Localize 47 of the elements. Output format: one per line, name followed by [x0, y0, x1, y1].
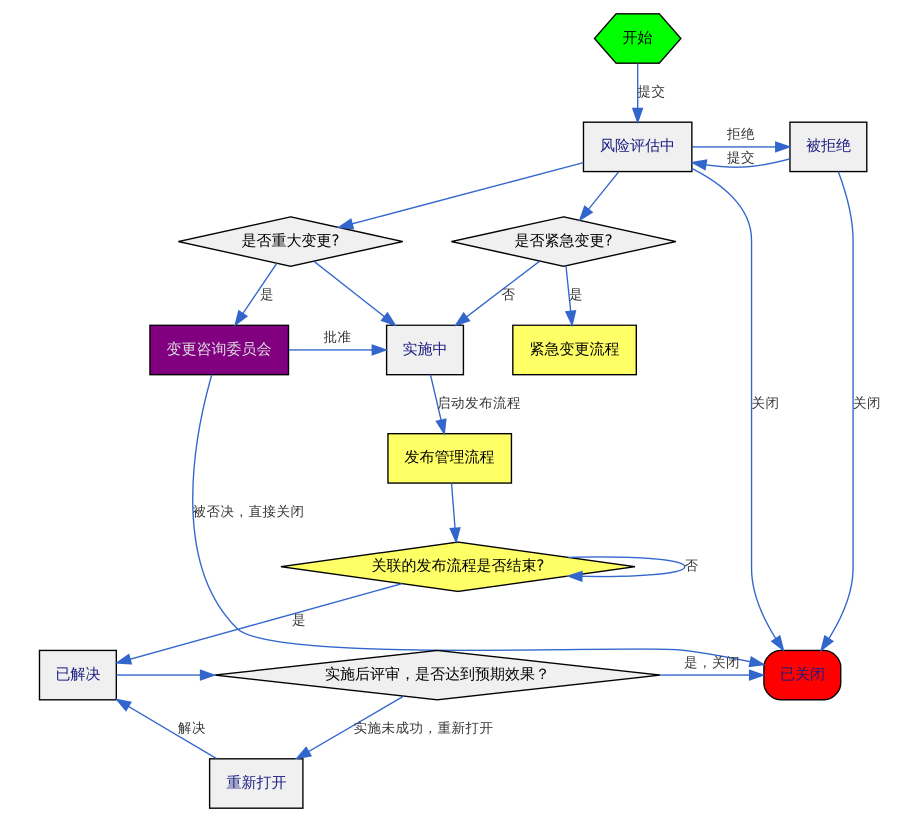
arrow [116, 669, 216, 681]
edge-label: 启动发布流程 [437, 396, 522, 412]
arrow [564, 266, 576, 328]
arrow [690, 158, 790, 171]
arrow [336, 162, 584, 230]
node-box: 被拒绝 [789, 122, 868, 172]
edge-label: 是，关闭 [684, 654, 740, 671]
arrow [192, 374, 766, 668]
arrow [692, 168, 785, 652]
edge-label: 是 [292, 612, 306, 628]
arrow [454, 260, 540, 326]
node-box: 重新打开 [208, 758, 304, 809]
edge-label: 是 [568, 287, 583, 304]
node-diamond: 实施后评审，是否达到预期效果？ [214, 650, 661, 700]
arrow [660, 669, 766, 681]
arrow [288, 344, 388, 356]
arrow [114, 698, 217, 760]
arrow [114, 583, 402, 665]
edge-label: 批准 [324, 330, 352, 346]
arrow [566, 556, 686, 582]
node-diamond: 关联的发布流程是否结束? [280, 541, 636, 592]
node-box: 发布管理流程 [387, 432, 512, 484]
arrow [314, 260, 397, 326]
arrow [234, 262, 278, 327]
arrow [449, 483, 461, 544]
edge-label: 拒绝 [726, 126, 755, 143]
edge-label: 解决 [178, 720, 206, 737]
node-box: 实施中 [386, 324, 464, 376]
arrow [578, 172, 620, 222]
edge-label: 关闭 [751, 396, 780, 412]
node-box: 风险评估中 [582, 122, 693, 172]
edge-label: 关闭 [852, 396, 881, 412]
edge-label: 否 [502, 287, 516, 304]
arrow [632, 63, 644, 124]
node-box: 紧急变更流程 [512, 324, 637, 376]
edge-label: 是 [260, 287, 274, 304]
edge-label: 提交 [726, 150, 755, 166]
arrow [692, 141, 792, 153]
arrow [294, 696, 404, 760]
node-box: 已关闭 [763, 650, 842, 700]
node-box: 变更咨询委员会 [149, 324, 290, 376]
arrow [430, 374, 447, 436]
arrow [820, 171, 854, 652]
edge-label: 否 [684, 558, 699, 574]
node-box: 已解决 [38, 650, 117, 700]
node-diamond: 是否紧急变更? [450, 216, 676, 267]
edge-label: 实施未成功，重新打开 [354, 720, 494, 737]
